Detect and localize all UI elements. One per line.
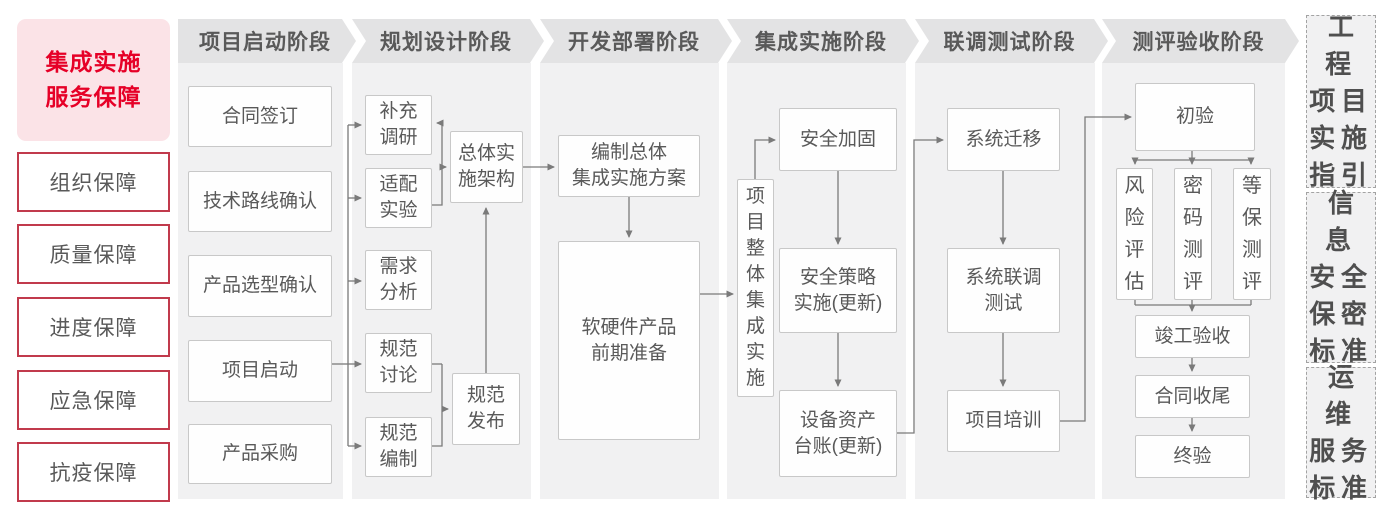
vertical-label: 项目整体集成实施 xyxy=(745,186,765,389)
step-product-procurement: 产品采购 xyxy=(188,424,332,484)
step-final-acceptance: 终验 xyxy=(1135,435,1250,478)
step-requirement-analysis: 需求 分析 xyxy=(365,250,432,310)
step-tech-route-confirm: 技术路线确认 xyxy=(188,171,332,232)
vertical-label: 等保测评 xyxy=(1242,175,1262,293)
sidebar-item-quality: 质量保障 xyxy=(17,224,170,284)
step-spec-discussion: 规范 讨论 xyxy=(365,333,432,393)
sidebar-item-organization: 组织保障 xyxy=(17,152,170,212)
phase-header-evaluation-acceptance: 测评验收阶段 xyxy=(1102,19,1299,63)
phase-header-label: 规划设计阶段 xyxy=(380,31,512,54)
step-project-kickoff: 项目启动 xyxy=(188,340,332,402)
vertical-label: 风险评估 xyxy=(1124,175,1145,293)
step-risk-assessment: 风险评估 xyxy=(1116,168,1153,300)
step-preliminary-acceptance: 初验 xyxy=(1135,83,1255,151)
step-overall-implementation-architecture: 总体实 施架构 xyxy=(450,131,523,203)
sidebar-item-emergency: 应急保障 xyxy=(17,370,170,430)
sidebar-item-schedule: 进度保障 xyxy=(17,297,170,357)
step-overall-project-integration: 项目整体集成实施 xyxy=(737,179,774,397)
phase-header-planning-design: 规划设计阶段 xyxy=(352,19,544,63)
step-product-selection-confirm: 产品选型确认 xyxy=(188,255,332,317)
step-joint-debugging-test: 系统联调 测试 xyxy=(947,248,1060,333)
step-project-training: 项目培训 xyxy=(947,390,1060,452)
sidebar-title: 集成实施 服务保障 xyxy=(17,19,170,141)
step-adaptation-test: 适配 实验 xyxy=(365,168,432,228)
phase-header-label: 集成实施阶段 xyxy=(755,31,887,54)
phase-header-label: 测评验收阶段 xyxy=(1132,31,1265,54)
step-asset-ledger-update: 设备资产 台账(更新) xyxy=(779,390,897,477)
step-crypto-evaluation: 密码测评 xyxy=(1174,168,1212,300)
standard-project-implementation-guide: 工程 项目 实施 指引 xyxy=(1306,12,1376,190)
phase-header-label: 项目启动阶段 xyxy=(199,31,331,54)
step-spec-drafting: 规范 编制 xyxy=(365,417,432,477)
phase-header-integration: 集成实施阶段 xyxy=(727,19,919,63)
step-contract-closure: 合同收尾 xyxy=(1135,375,1250,418)
phase-header-label: 开发部署阶段 xyxy=(568,31,700,54)
step-spec-release: 规范 发布 xyxy=(452,373,520,445)
step-system-migration: 系统迁移 xyxy=(947,108,1060,171)
standard-om-service: 运维 服务 标准 xyxy=(1306,362,1376,503)
phase-header-label: 联调测试阶段 xyxy=(943,31,1076,54)
sidebar-item-epidemic: 抗疫保障 xyxy=(17,442,170,502)
step-completion-acceptance: 竣工验收 xyxy=(1135,315,1250,358)
phase-header-project-kickoff: 项目启动阶段 xyxy=(178,19,356,63)
step-hw-sw-preparation: 软硬件产品 前期准备 xyxy=(558,241,700,440)
step-overall-integration-plan: 编制总体 集成实施方案 xyxy=(558,135,700,197)
step-security-hardening: 安全加固 xyxy=(779,108,897,171)
vertical-label: 密码测评 xyxy=(1183,175,1203,293)
step-classified-protection-evaluation: 等保测评 xyxy=(1233,168,1271,300)
standard-info-security-confidentiality: 信息 安全 保密 标准 xyxy=(1306,188,1376,366)
phase-header-joint-test: 联调测试阶段 xyxy=(915,19,1108,63)
step-supplementary-research: 补充 调研 xyxy=(365,95,432,155)
step-security-policy-implementation: 安全策略 实施(更新) xyxy=(779,248,897,333)
step-contract-signing: 合同签订 xyxy=(188,86,332,147)
phase-header-dev-deploy: 开发部署阶段 xyxy=(540,19,732,63)
